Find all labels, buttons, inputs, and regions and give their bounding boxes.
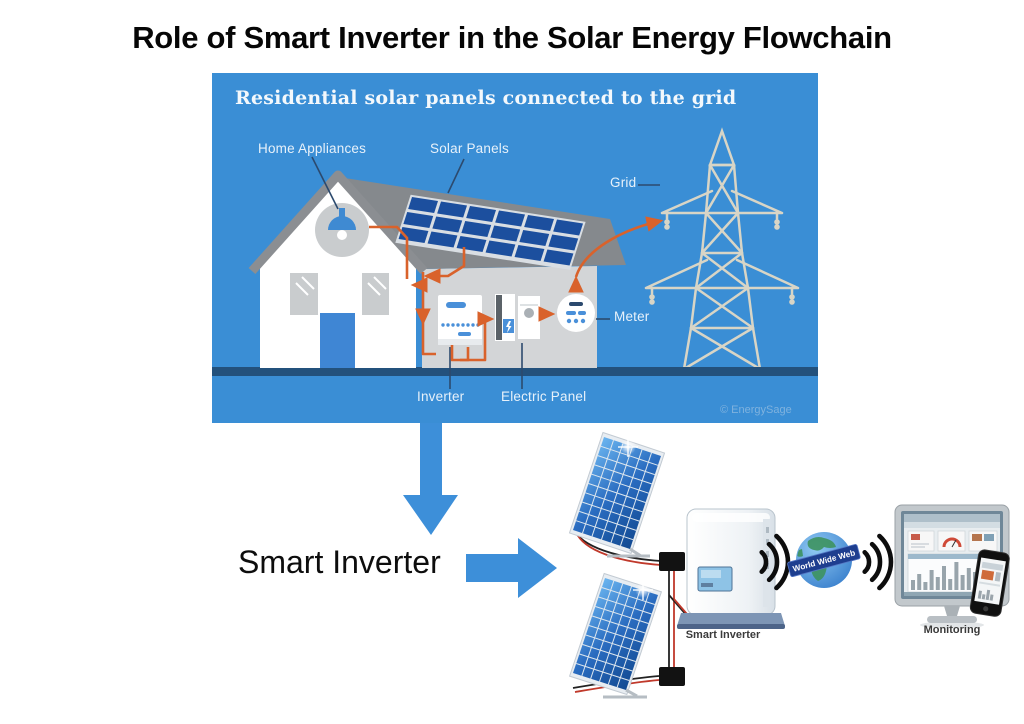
label-electric-panel: Electric Panel (501, 389, 587, 404)
label-meter: Meter (614, 309, 650, 324)
door-icon (320, 313, 355, 368)
energysage-diagram: Residential solar panels connected to th… (212, 73, 818, 423)
smart-inverter-unit-icon (677, 508, 785, 629)
lamp-icon (315, 203, 369, 257)
right-arrow-icon (466, 538, 557, 598)
smart-inverter-illustration: World Wide Web (555, 425, 1015, 720)
diagram-heading: Residential solar panels connected to th… (235, 87, 737, 109)
solar-panel-icon (570, 574, 662, 697)
inverter-icon (438, 295, 482, 345)
monitoring-caption: Monitoring (923, 624, 981, 636)
phone-icon (969, 549, 1010, 617)
roof-solar-array-icon (395, 194, 586, 270)
ground-band (212, 367, 818, 376)
label-inverter: Inverter (417, 389, 465, 404)
junction-box-icon (659, 667, 685, 686)
label-home-appliances: Home Appliances (258, 141, 367, 156)
leader-lines (311, 156, 660, 389)
transmission-tower-icon (644, 127, 800, 371)
electric-panel-icon (495, 294, 540, 341)
wiring (369, 216, 664, 362)
page-title: Role of Smart Inverter in the Solar Ener… (132, 20, 892, 55)
wifi-icon (862, 533, 894, 591)
smart-inverter-text: Smart Inverter (238, 544, 441, 580)
globe-icon: World Wide Web (787, 532, 861, 588)
credit: © EnergySage (720, 404, 792, 416)
down-arrow-icon (403, 423, 458, 535)
label-solar-panels: Solar Panels (430, 141, 509, 156)
meter-icon (557, 294, 595, 332)
diagram-canvas (212, 127, 818, 389)
junction-box-icon (659, 552, 685, 571)
window-icon (290, 273, 389, 315)
wifi-icon (759, 533, 791, 591)
illustration-canvas: World Wide Web (555, 425, 1010, 720)
inverter-caption: Smart Inverter (685, 629, 761, 641)
solar-panel-icon (569, 433, 664, 556)
label-grid: Grid (610, 175, 637, 190)
